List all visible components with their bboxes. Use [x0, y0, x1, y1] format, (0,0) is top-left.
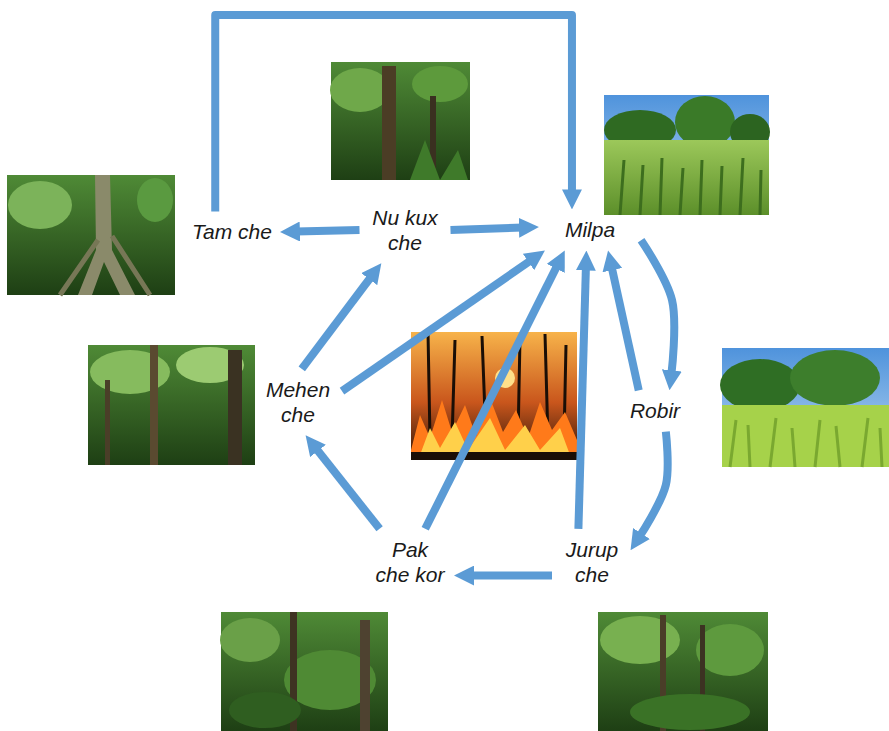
tree-trunk	[382, 66, 396, 180]
tree-trunk	[360, 620, 370, 731]
flames	[420, 418, 570, 455]
stage-name: Mehen che	[262, 377, 334, 427]
stage-name: Robir	[630, 398, 680, 423]
forest-photo	[220, 612, 388, 731]
tree-trunk	[228, 350, 242, 465]
stage-label: Milpa	[545, 215, 635, 244]
foliage	[220, 618, 280, 662]
tree-trunk	[150, 345, 158, 465]
shrubs	[790, 350, 880, 406]
transition-arrow	[639, 432, 667, 537]
stage-name: Milpa	[565, 217, 615, 242]
transition-arrow	[578, 267, 586, 529]
grass-blades	[730, 418, 882, 467]
stage-name: Jurup che	[560, 537, 624, 587]
foliage	[330, 68, 390, 112]
forest-photo	[330, 62, 470, 180]
stage-label: Pak che kor	[372, 535, 448, 589]
undergrowth	[630, 694, 750, 730]
stage-name: Nu kux che	[368, 205, 443, 255]
transition-arrow	[611, 266, 638, 390]
undergrowth	[229, 692, 301, 728]
transition-arrow	[470, 572, 552, 580]
stage-label: Tam che	[190, 217, 274, 246]
transition-arrow	[215, 15, 572, 211]
transition-arrow	[451, 228, 523, 230]
foliage	[412, 66, 468, 102]
forest-photo	[598, 612, 768, 731]
grass	[722, 405, 889, 467]
photo-sky	[604, 95, 769, 215]
transition-arrow	[296, 230, 360, 232]
regrowth-photo	[720, 348, 889, 467]
photo-ground	[221, 612, 388, 731]
transition-arrow	[302, 276, 372, 369]
foliage	[600, 616, 680, 664]
field	[604, 140, 769, 215]
tree-trunk	[105, 380, 110, 465]
foliage	[8, 181, 72, 229]
photo-ground	[331, 62, 470, 180]
foliage	[696, 624, 764, 676]
photo-ground	[88, 345, 255, 465]
stage-name: Tam che	[192, 219, 272, 244]
transition-arrow	[641, 240, 674, 374]
photo-ground	[7, 175, 175, 295]
undergrowth	[410, 140, 468, 180]
stage-label: Nu kux che	[366, 203, 445, 257]
milpa-photo	[604, 95, 770, 215]
transition-arrow	[425, 265, 557, 529]
transition-arrow	[316, 448, 380, 529]
forest-photo	[88, 345, 255, 465]
forest-photo	[7, 175, 175, 295]
ground	[411, 452, 577, 460]
stage-label: Jurup che	[558, 535, 626, 589]
stage-name: Pak che kor	[374, 537, 446, 587]
flames	[411, 398, 577, 460]
stage-label: Robir	[628, 396, 682, 425]
foliage	[137, 178, 173, 222]
stage-label: Mehen che	[260, 375, 336, 429]
maize-rows	[620, 158, 761, 215]
photo-ground	[598, 612, 768, 731]
tree-roots	[60, 236, 150, 295]
tree-trunk	[78, 175, 135, 295]
shrubs	[720, 359, 800, 411]
